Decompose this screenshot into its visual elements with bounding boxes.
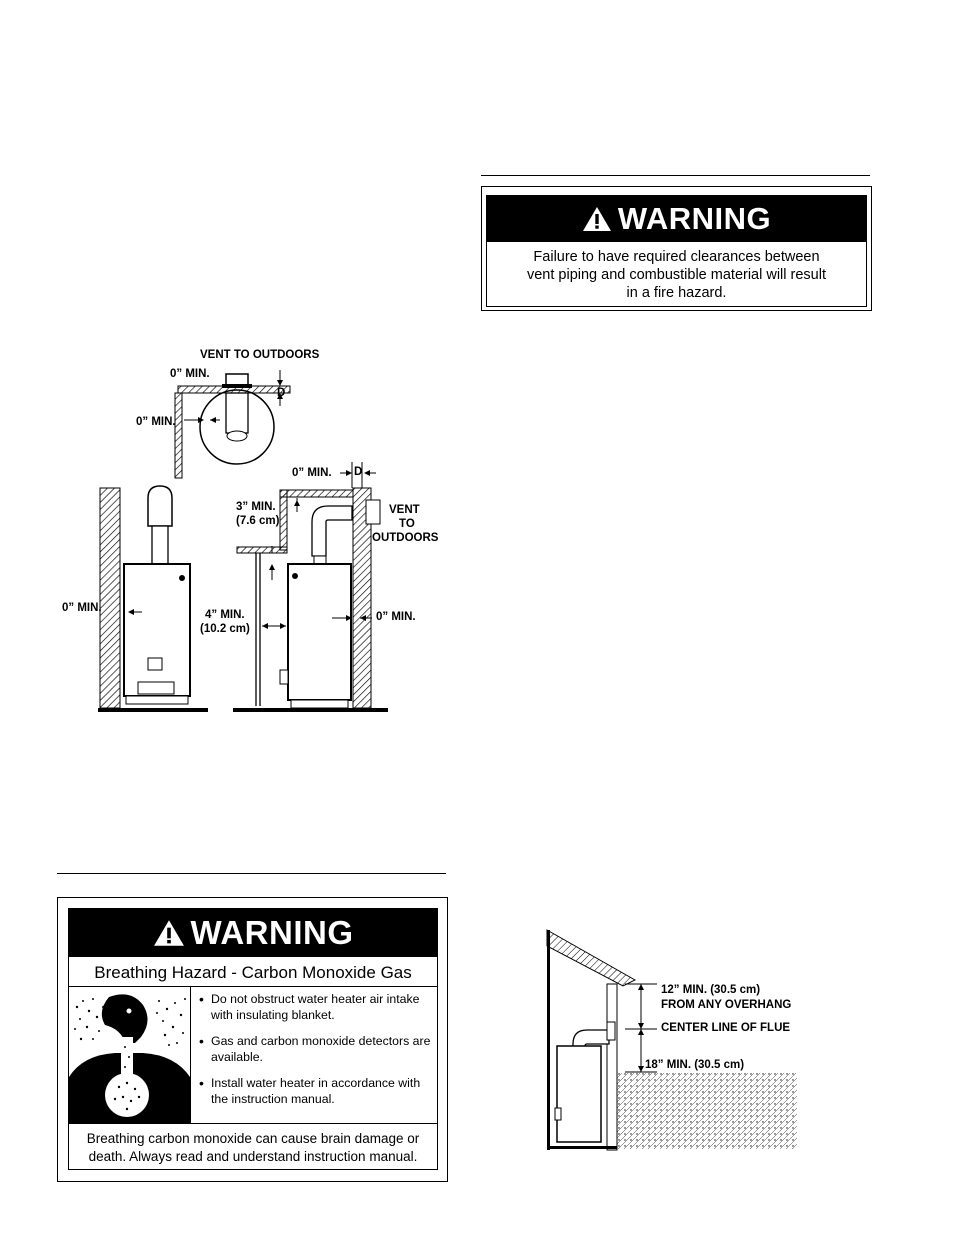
label-zero-min-right-top: 0” MIN. — [292, 467, 332, 479]
warning-box-carbon-monoxide: WARNING Breathing Hazard - Carbon Monoxi… — [57, 897, 448, 1182]
section-rule-left — [57, 873, 446, 874]
label-d-right: D — [354, 466, 363, 478]
breathing-hazard-pictogram — [69, 987, 191, 1123]
label-four-min: 4” MIN. — [205, 609, 245, 621]
label-vent-to-outdoors: VENT TO OUTDOORS — [200, 349, 320, 361]
warning-bullet: Install water heater in accordance with … — [197, 1075, 431, 1107]
label-three-min-cm: (7.6 cm) — [236, 515, 280, 527]
warning-line: vent piping and combustible material wil… — [526, 267, 826, 283]
label-twelve-min: 12” MIN. (30.5 cm) — [661, 984, 761, 996]
warning-bullet: Do not obstruct water heater air intake … — [197, 991, 431, 1023]
label-four-min-cm: (10.2 cm) — [200, 623, 250, 635]
clearance-diagram-drawing — [98, 370, 388, 712]
label-center-line-of-flue: CENTER LINE OF FLUE — [661, 1022, 791, 1034]
warning-message: Failure to have required clearances betw… — [487, 248, 866, 302]
warning-title: WARNING — [190, 914, 354, 951]
warning-bullet-list: Do not obstruct water heater air intake … — [197, 991, 431, 1117]
warning-box-inner: WARNING Breathing Hazard - Carbon Monoxi… — [68, 908, 438, 1170]
label-d-top: D — [277, 387, 286, 399]
label-vent-right-1: VENT — [389, 504, 420, 516]
warning-box-fire-hazard: WARNING Failure to have required clearan… — [481, 186, 872, 311]
warning-subtitle: Breathing Hazard - Carbon Monoxide Gas — [69, 959, 437, 987]
warning-box-inner: WARNING Failure to have required clearan… — [486, 195, 867, 307]
warning-triangle-icon — [153, 920, 184, 946]
label-zero-min-left: 0” MIN. — [62, 602, 102, 614]
label-eighteen-min: 18” MIN. (30.5 cm) — [645, 1059, 745, 1071]
warning-triangle-icon — [582, 207, 611, 231]
label-zero-min-side: 0” MIN. — [136, 416, 176, 428]
overhang-diagram-drawing — [546, 929, 797, 1151]
label-vent-right-3: OUTDOORS — [372, 532, 439, 544]
warning-line: in a fire hazard. — [626, 285, 727, 301]
warning-bullet: Gas and carbon monoxide detectors are av… — [197, 1033, 431, 1065]
warning-footer: Breathing carbon monoxide can cause brai… — [69, 1123, 437, 1169]
clearance-diagram: VENT TO OUTDOORS 0” MIN. D 0” MIN. 0” MI… — [50, 340, 450, 720]
label-three-min: 3” MIN. — [236, 501, 276, 513]
warning-title: WARNING — [617, 201, 772, 236]
warning-header: WARNING — [69, 909, 437, 957]
label-from-overhang: FROM ANY OVERHANG — [661, 999, 792, 1011]
label-zero-min-right: 0” MIN. — [376, 611, 416, 623]
overhang-diagram: 12” MIN. (30.5 cm) FROM ANY OVERHANG CEN… — [545, 928, 845, 1158]
label-zero-min-top: 0” MIN. — [170, 368, 210, 380]
warning-line: Failure to have required clearances betw… — [533, 249, 820, 265]
label-vent-right-2: TO — [399, 518, 415, 530]
section-rule-right — [481, 175, 870, 176]
warning-header: WARNING — [487, 196, 866, 242]
person-inhaling-icon — [69, 994, 190, 1123]
